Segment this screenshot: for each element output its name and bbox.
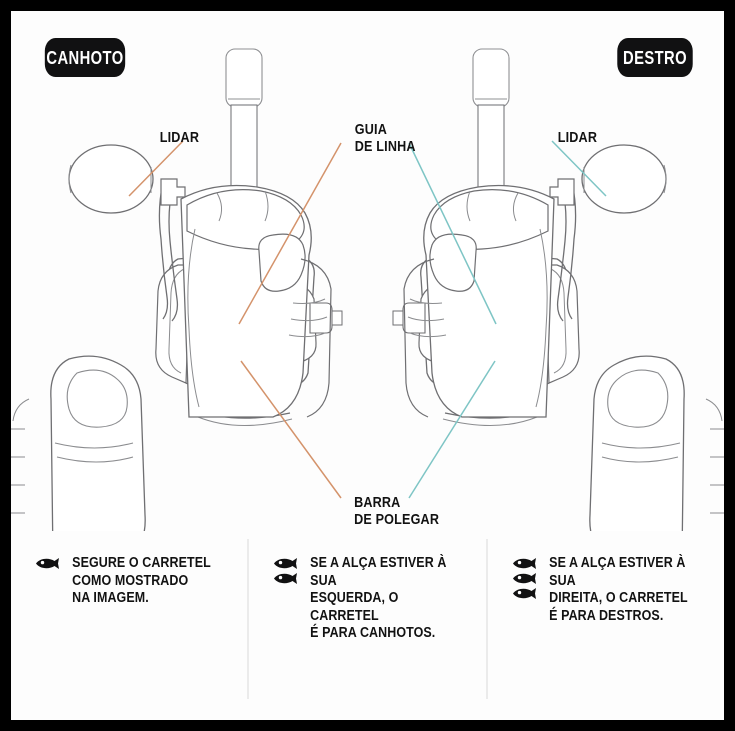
infographic-frame: CANHOTO DESTRO LIDAR GUIA DE LINHA LIDAR… [11,11,724,720]
right-handed-reel-figure [392,48,724,531]
reel-grip-illustration [11,48,724,531]
instruction-panels: SEGURE O CARRETEL COMO MOSTRADO NA IMAGE… [11,539,724,699]
fish-icon [274,558,298,569]
fish-icon [274,573,298,584]
instruction-panel-2: SE A ALÇA ESTIVER À SUA ESQUERDA, O CARR… [247,539,485,699]
fish-icon [512,558,536,569]
callout-barra-de-polegar: BARRA DE POLEGAR [354,494,440,528]
fish-stack-3 [512,555,544,600]
badge-left-label: CANHOTO [46,47,124,68]
callout-guia-de-linha: GUIA DE LINHA [354,121,416,155]
callout-lidar-right: LIDAR [557,129,598,146]
instruction-text-1: SEGURE O CARRETEL COMO MOSTRADO NA IMAGE… [72,555,211,606]
instruction-panel-3: SE A ALÇA ESTIVER À SUA DIREITA, O CARRE… [485,539,724,699]
fish-icon [36,558,59,569]
instruction-text-3: SE A ALÇA ESTIVER À SUA DIREITA, O CARRE… [548,555,688,624]
leader-lines-right [408,140,607,499]
fish-icon [512,588,536,599]
instruction-panel-1: SEGURE O CARRETEL COMO MOSTRADO NA IMAGE… [11,539,247,699]
fish-icon [512,573,536,584]
fish-stack-1 [35,555,67,570]
fish-stack-2 [273,555,305,585]
instruction-text-2: SE A ALÇA ESTIVER À SUA ESQUERDA, O CARR… [310,555,447,641]
leader-lines-left [128,140,342,499]
left-handed-reel-figure [11,48,343,531]
badge-right-label: DESTRO [623,47,687,68]
badge-left-handed: CANHOTO [44,38,126,77]
badge-right-handed: DESTRO [617,38,693,77]
callout-lidar-left: LIDAR [159,129,200,146]
